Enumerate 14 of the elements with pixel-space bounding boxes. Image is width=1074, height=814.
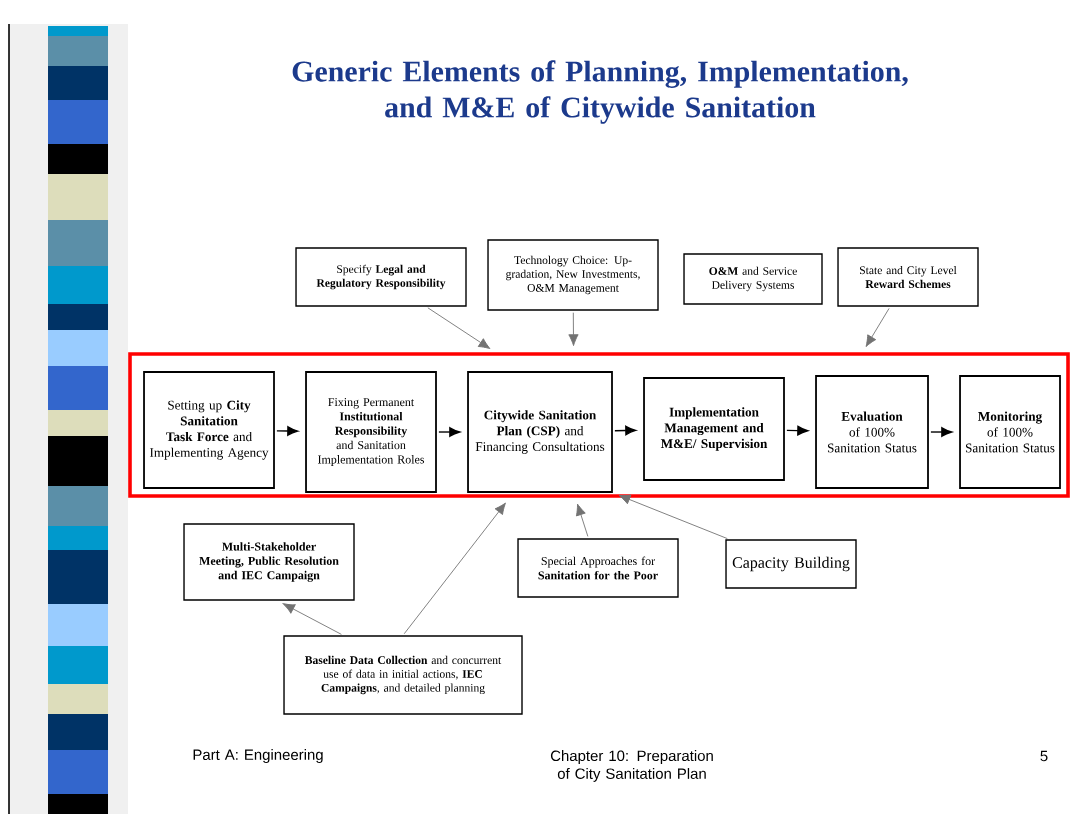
arrow <box>614 425 637 436</box>
arrow <box>568 312 579 347</box>
arrow <box>575 503 589 537</box>
arrow <box>865 307 890 347</box>
arrow <box>438 427 461 437</box>
arrow <box>618 494 728 540</box>
arrow <box>283 603 342 635</box>
arrow <box>930 427 953 437</box>
arrow <box>276 426 299 436</box>
frame-box <box>128 352 1070 498</box>
arrow <box>403 502 506 635</box>
arrow <box>786 425 809 436</box>
title: Generic Elements of Planning, Implementation, and M&E of Citywide Sanitation <box>292 60 908 124</box>
arrow <box>427 307 491 349</box>
